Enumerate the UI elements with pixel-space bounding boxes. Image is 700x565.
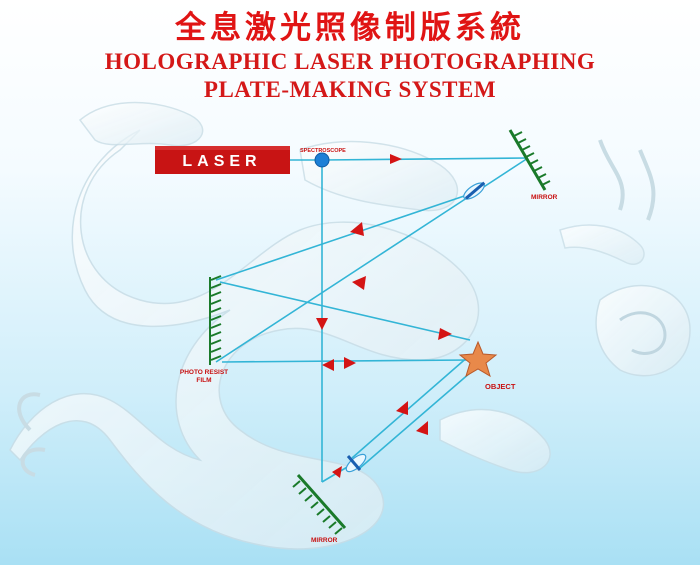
title-english-line2: PLATE-MAKING SYSTEM [203, 77, 497, 102]
film-label-line1: PHOTO RESIST [180, 369, 228, 376]
lens-bottom [345, 453, 367, 473]
beam-bottom-lens-to-star-right [359, 365, 479, 469]
object-label: OBJECT [485, 382, 516, 391]
beam-film-to-star-crossing [219, 281, 471, 341]
arrow-up-right-bottom [416, 421, 428, 435]
beam-top-lens-to-film-upper [215, 191, 477, 281]
arrow-down-right-mirror [332, 466, 342, 478]
title-english-line1: HOLOGRAPHIC LASER PHOTOGRAPHING [104, 49, 596, 74]
arrow-left-star-to-film [322, 359, 334, 371]
mirror-top: MIRROR [508, 129, 558, 201]
beam-spectroscope-to-top-mirror [321, 157, 529, 161]
beam-direction-arrows [316, 154, 452, 478]
arrow-left-upper [350, 222, 364, 236]
arrow-right-film-beam [438, 328, 452, 340]
object-star: OBJECT [458, 340, 516, 391]
arrow-up-left-bottom [396, 401, 408, 415]
beam-top-lens-to-film-lower [215, 191, 477, 363]
beam-bottom-lens-to-star-left [351, 354, 471, 459]
spectroscope-label: SPECTROSCOPE [300, 148, 346, 154]
title-chinese: 全息激光照像制版系統 [175, 10, 525, 46]
arrow-right-top [390, 154, 402, 164]
arrow-down-center [316, 318, 328, 330]
film-label-line2: FILM [196, 377, 211, 384]
title-block: 全息激光照像制版系統 HOLOGRAPHIC LASER PHOTOGRAPHI… [0, 8, 700, 104]
mirror-top-label: MIRROR [531, 194, 558, 201]
spectroscope: SPECTROSCOPE [300, 148, 346, 168]
arrow-left-middle [352, 276, 366, 290]
arrow-left-lower [344, 357, 356, 369]
laser-source: LASER [155, 146, 290, 174]
mirror-bottom-label: MIRROR [311, 537, 338, 544]
mirror-bottom: MIRROR [292, 474, 347, 544]
photo-resist-film: PHOTO RESIST FILM [180, 275, 228, 384]
lens-top [463, 181, 486, 200]
laser-label: LASER [182, 153, 261, 170]
dragon-illustration [9, 101, 691, 550]
